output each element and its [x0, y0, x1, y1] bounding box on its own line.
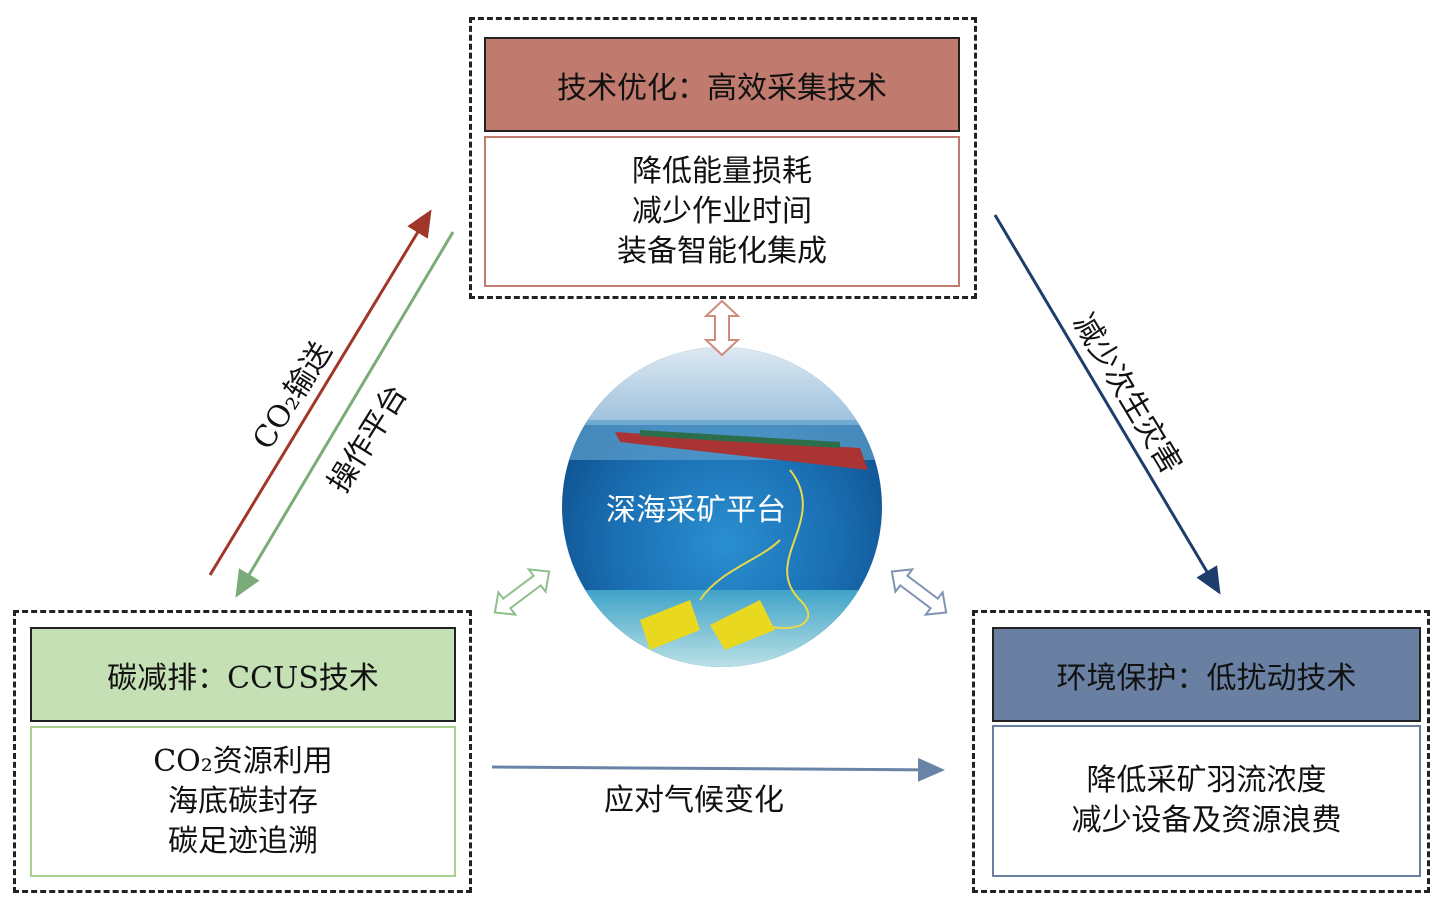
left-double-arrow-icon: [493, 568, 551, 616]
body-line: 降低采矿羽流浓度: [1086, 763, 1327, 798]
body-line: CO₂资源利用: [153, 743, 333, 779]
climate-change-arrow: [491, 757, 945, 782]
reduce-disasters-arrow: [993, 214, 1221, 595]
carbon-reduction-body: CO₂资源利用 海底碳封存 碳足迹追溯: [30, 726, 456, 877]
carbon-reduction-header: 碳减排：CCUS技术: [30, 627, 456, 722]
tech-optimization-body: 降低能量损耗 减少作业时间 装备智能化集成: [484, 136, 960, 287]
right-double-arrow-icon: [890, 568, 948, 616]
operation-platform-arrow: [235, 231, 455, 598]
body-line: 装备智能化集成: [617, 233, 827, 269]
carbon-reduction-group: [13, 610, 472, 893]
environment-protection-header: 环境保护：低扰动技术: [992, 627, 1421, 722]
center-label: 深海采矿平台: [606, 493, 786, 528]
body-line: 减少作业时间: [632, 193, 812, 229]
body-line: 海底碳封存: [168, 783, 318, 819]
ship-icon: [615, 432, 868, 470]
tech-optimization-group: [469, 17, 977, 299]
environment-protection-group: [972, 610, 1430, 893]
climate-change-label: 应对气候变化: [604, 783, 784, 818]
environment-protection-body: 降低采矿羽流浓度 减少设备及资源浪费: [992, 725, 1421, 877]
top-double-arrow-icon: [703, 299, 741, 357]
tech-optimization-header: 技术优化：高效采集技术: [484, 37, 960, 132]
body-line: 降低能量损耗: [632, 153, 812, 189]
body-line: 碳足迹追溯: [168, 823, 318, 859]
co2-transport-arrow: [208, 209, 432, 576]
body-line: 减少设备及资源浪费: [1071, 803, 1342, 838]
